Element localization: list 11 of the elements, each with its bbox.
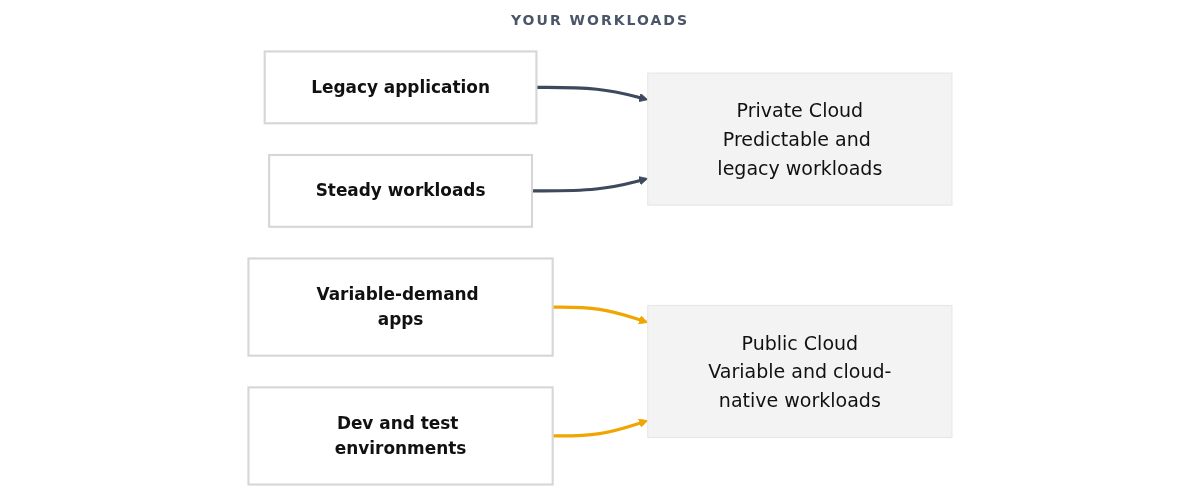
node-box: Variable-demand apps: [247, 256, 554, 357]
node-box: Dev and test environments: [247, 385, 554, 486]
node-box: Private Cloud Predictable and legacy workloads: [647, 72, 953, 206]
arrow: [536, 85, 648, 102]
node-box: Steady workloads: [267, 153, 533, 228]
arrow: [552, 305, 648, 324]
node-box: Legacy application: [263, 49, 538, 124]
node-box: Public Cloud Variable and cloud-native workloads: [647, 304, 953, 438]
column-heading: YOUR WORKLOADS: [511, 12, 689, 28]
arrow: [531, 175, 648, 192]
arrow: [552, 418, 648, 438]
